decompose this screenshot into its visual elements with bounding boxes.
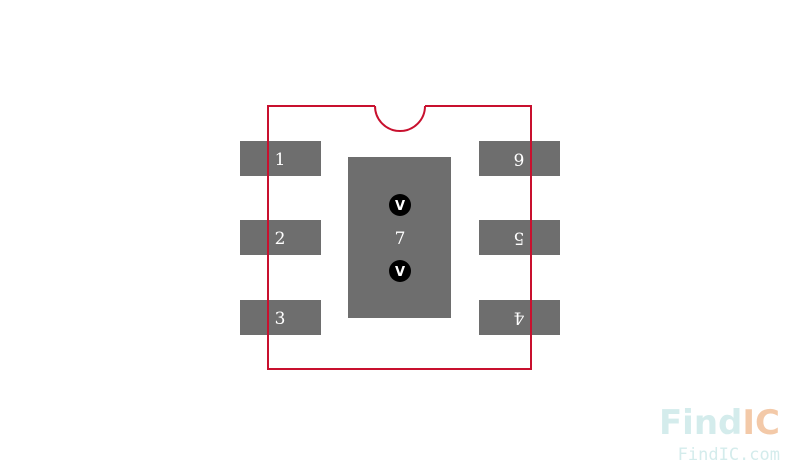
watermark-url: FindIC.com xyxy=(678,445,780,465)
pad-1-label: 1 xyxy=(275,150,286,170)
center-pad-label: 7 xyxy=(395,229,406,249)
via-bottom xyxy=(389,260,411,282)
pad-2 xyxy=(240,220,321,255)
pad-4-label: 4 xyxy=(514,308,525,328)
pad-4 xyxy=(479,300,560,335)
pin1-notch xyxy=(374,105,426,132)
pad-5 xyxy=(479,220,560,255)
pad-6-label: 6 xyxy=(514,149,525,169)
pad-3 xyxy=(240,300,321,335)
via-top-label: V xyxy=(395,199,405,214)
package-outline xyxy=(267,105,532,370)
via-bottom-label: V xyxy=(395,265,405,280)
center-pad xyxy=(348,157,451,318)
pad-2-label: 2 xyxy=(275,229,286,249)
pad-1 xyxy=(240,141,321,176)
watermark-brand: FindIC xyxy=(659,403,780,443)
pad-5-label: 5 xyxy=(514,228,525,248)
pad-3-label: 3 xyxy=(275,309,286,329)
pad-6 xyxy=(479,141,560,176)
via-top xyxy=(389,194,411,216)
